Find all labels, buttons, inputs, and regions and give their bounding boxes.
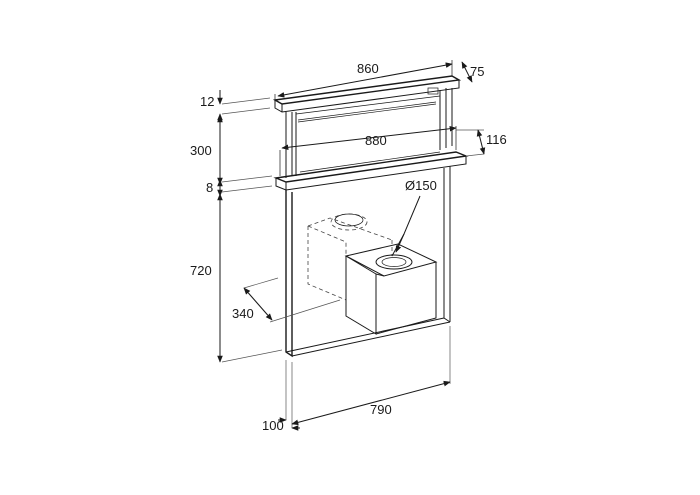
dim-150: Ø150: [391, 178, 437, 257]
dim-75: 75: [461, 61, 484, 83]
label-150: Ø150: [405, 178, 437, 193]
dim-100: 100: [262, 360, 300, 433]
label-790: 790: [370, 402, 392, 417]
hidden-motor-box: [307, 213, 393, 301]
lower-housing: [285, 166, 451, 358]
label-116: 116: [486, 132, 507, 147]
dim-116: 116: [456, 129, 507, 157]
dim-720: 720: [190, 193, 283, 363]
label-880: 880: [365, 133, 387, 148]
label-8: 8: [206, 180, 213, 195]
dim-340: 340: [232, 277, 341, 323]
motor-box: [344, 243, 438, 335]
dim-880: 880: [279, 125, 457, 176]
label-12: 12: [200, 94, 214, 109]
dim-12: 12: [200, 90, 271, 126]
label-75: 75: [470, 64, 484, 79]
label-100: 100: [262, 418, 284, 433]
dim-8: 8: [206, 175, 273, 197]
label-300: 300: [190, 143, 212, 158]
dim-300: 300: [190, 115, 223, 185]
dim-860: 860: [274, 60, 453, 100]
dim-790: 790: [291, 326, 451, 426]
flange-plate: [273, 151, 469, 191]
label-860: 860: [357, 61, 379, 76]
label-340: 340: [232, 306, 254, 321]
label-720: 720: [190, 263, 212, 278]
